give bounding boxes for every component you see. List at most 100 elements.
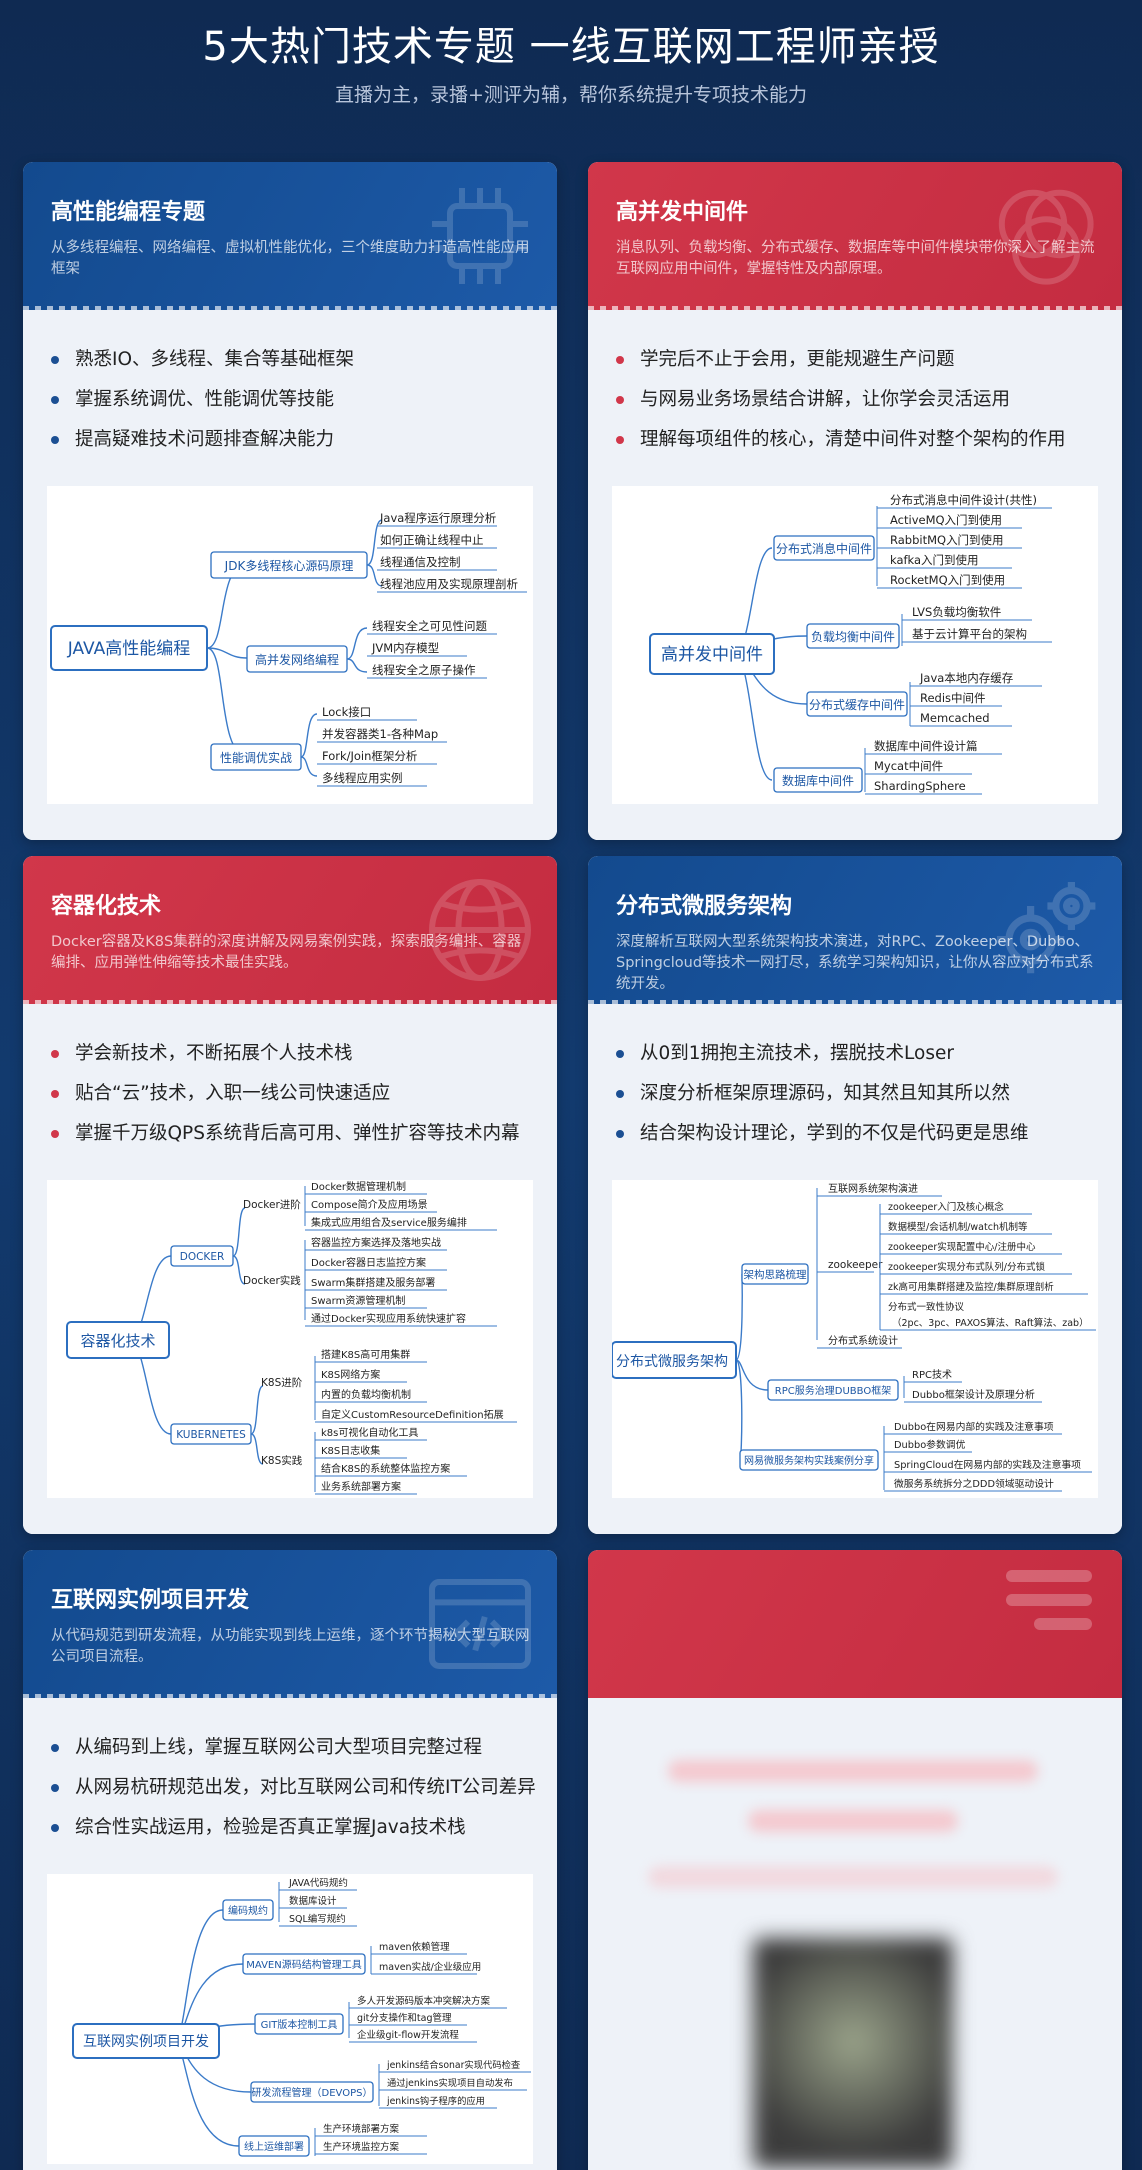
page-title: 5大热门技术专题 一线互联网工程师亲授 <box>202 24 940 70</box>
mindmap-root <box>50 625 208 671</box>
feature-item: 掌握系统调优、性能调优等技能 <box>47 380 533 420</box>
mindmap-root-label: 容器化技术 <box>80 1332 155 1350</box>
mindmap-diagram: 容器化技术 DOCKER Docker进阶 Docker数据管理机制 Compo… <box>66 1180 517 1495</box>
mindmap-branch: GIT版本控制工具 <box>261 2018 338 2031</box>
card-header: 高性能编程专题 从多线程编程、网络编程、虚拟机性能优化，三个维度助力打造高性能应… <box>23 162 557 310</box>
topic-card-project: 互联网实例项目开发 从代码规范到研发流程，从功能实现到线上运维，逐个环节揭秘大型… <box>23 1550 557 2170</box>
feature-list: 从编码到上线，掌握互联网公司大型项目完整过程 从网易杭研规范出发，对比互联网公司… <box>47 1728 536 1848</box>
mindmap-diagram: 高并发中间件 分布式消息中间件 分布式消息中间件设计(共性) ActiveMQ入… <box>649 493 1052 795</box>
mindmap-root <box>72 2023 220 2059</box>
mindmap-leaf: 基于云计算平台的架构 <box>912 627 1027 641</box>
mindmap-leaf: Dubbo框架设计及原理分析 <box>912 1388 1035 1401</box>
feature-item: 贴合“云”技术，入职一线公司快速适应 <box>47 1074 533 1114</box>
mindmap-leaf: 自定义CustomResourceDefinition拓展 <box>321 1408 504 1421</box>
mindmap-leaf: 分布式消息中间件设计(共性) <box>890 493 1037 507</box>
feature-list: 学完后不止于会用，更能规避生产问题 与网易业务场景结合讲解，让你学会灵活运用 理… <box>612 340 1098 460</box>
mindmap: 互联网实例项目开发 编码规约 JAVA代码规约 数据库设计 SQL编写规约 MA… <box>47 1874 533 2164</box>
card-header: 高并发中间件 消息队列、负载均衡、分布式缓存、数据库等中间件模块带你深入了解主流… <box>588 162 1122 310</box>
mindmap-leaf: SQL编写规约 <box>289 1913 346 1925</box>
mindmap-leaf: 多线程应用实例 <box>322 771 403 785</box>
mindmap-leaf: ActiveMQ入门到使用 <box>890 513 1002 527</box>
feature-item: 从编码到上线，掌握互联网公司大型项目完整过程 <box>47 1728 533 1768</box>
mindmap-leaf: Fork/Join框架分析 <box>322 749 417 763</box>
mindmap-branch: 负载均衡中间件 <box>811 629 895 644</box>
mindmap-branch: 性能调优实战 <box>220 750 292 765</box>
mindmap-leaf: k8s可视化自动化工具 <box>321 1426 418 1439</box>
mindmap-leaf: 分布式系统设计 <box>828 1334 898 1347</box>
mindmap-root <box>649 633 775 675</box>
blurred-content <box>588 1698 1122 2170</box>
mindmap-leaf: jenkins钩子程序的应用 <box>386 2095 485 2107</box>
mindmap-leaf: 数据模型/会话机制/watch机制等 <box>888 1221 1028 1233</box>
feature-list: 从0到1拥抱主流技术，摆脱技术Loser 深度分析框架原理源码，知其然且知其所以… <box>612 1034 1098 1154</box>
mindmap-leaf: 企业级git-flow开发流程 <box>357 2029 459 2041</box>
feature-item: 提高疑难技术问题排查解决能力 <box>47 420 533 460</box>
mindmap-leaf: 线程通信及控制 <box>380 555 461 569</box>
feature-list: 熟悉IO、多线程、集合等基础框架 掌握系统调优、性能调优等技能 提高疑难技术问题… <box>47 340 533 460</box>
mindmap-leaf: Dubbo在网易内部的实践及注意事项 <box>894 1420 1054 1433</box>
feature-item: 综合性实战运用，检验是否真正掌握Java技术栈 <box>47 1808 533 1848</box>
mindmap-branch: KUBERNETES <box>176 1429 246 1441</box>
mindmap: 高并发中间件 分布式消息中间件 分布式消息中间件设计(共性) ActiveMQ入… <box>612 486 1098 804</box>
mindmap-leaf: RocketMQ入门到使用 <box>890 573 1005 587</box>
mindmap-leaf: Docker容器日志监控方案 <box>311 1256 426 1269</box>
mindmap-root <box>66 1321 170 1359</box>
card-title: 分布式微服务架构 <box>616 894 793 919</box>
chip-icon <box>432 188 528 284</box>
mindmap-branch: JDK多线程核心源码原理 <box>224 558 354 573</box>
gear-icon <box>997 882 1096 974</box>
mindmap-leaf: K8S日志收集 <box>321 1444 380 1457</box>
mindmap-leaf: 结合K8S的系统整体监控方案 <box>321 1462 450 1475</box>
card-body: 学会新技术，不断拓展个人技术栈 贴合“云”技术，入职一线公司快速适应 掌握千万级… <box>23 1004 557 1534</box>
mindmap-leaf: 生产环境部署方案 <box>323 2123 400 2135</box>
mindmap-leaf: 分布式一致性协议 <box>888 1301 965 1313</box>
mindmap-branch: 研发流程管理（DEVOPS） <box>252 2086 373 2099</box>
feature-item: 与网易业务场景结合讲解，让你学会灵活运用 <box>612 380 1098 420</box>
mindmap: 容器化技术 DOCKER Docker进阶 Docker数据管理机制 Compo… <box>47 1180 533 1498</box>
feature-item: 深度分析框架原理源码，知其然且知其所以然 <box>612 1074 1098 1114</box>
mindmap-leaf: 数据库中间件设计篇 <box>874 739 978 753</box>
mindmap-leaf: Swarm集群搭建及服务部署 <box>311 1276 435 1289</box>
feature-list: 学会新技术，不断拓展个人技术栈 贴合“云”技术，入职一线公司快速适应 掌握千万级… <box>47 1034 533 1154</box>
mindmap-leaf: SpringCloud在网易内部的实践及注意事项 <box>894 1458 1081 1471</box>
card-header <box>588 1550 1122 1698</box>
topic-card-high-performance: 高性能编程专题 从多线程编程、网络编程、虚拟机性能优化，三个维度助力打造高性能应… <box>23 162 557 840</box>
mindmap-leaf: Docker数据管理机制 <box>311 1180 406 1193</box>
mindmap-leaf: 如何正确让线程中止 <box>380 533 484 547</box>
mindmap-leaf: zk高可用集群搭建及监控/集群原理剖析 <box>888 1281 1054 1293</box>
card-title: 高性能编程专题 <box>51 200 206 225</box>
mindmap-leaf: 互联网系统架构演进 <box>828 1182 918 1195</box>
mindmap-leaf: Java本地内存缓存 <box>919 671 1013 685</box>
card-title: 高并发中间件 <box>616 200 749 225</box>
card-body: 学完后不止于会用，更能规避生产问题 与网易业务场景结合讲解，让你学会灵活运用 理… <box>588 310 1122 840</box>
mindmap-leaf: K8S网络方案 <box>321 1368 380 1381</box>
mindmap-leaf: （2pc、3pc、PAXOS算法、Raft算法、zab） <box>892 1317 1089 1329</box>
mindmap-root-label: 互联网实例项目开发 <box>83 2034 209 2050</box>
mindmap-leaf: ShardingSphere <box>874 779 966 793</box>
mindmap-leaf: 数据库设计 <box>289 1895 337 1907</box>
mindmap-branch: MAVEN源码结构管理工具 <box>246 1958 361 1971</box>
mindmap-leaf: Swarm资源管理机制 <box>311 1294 405 1307</box>
mindmap-leaf: 内置的负载均衡机制 <box>321 1388 411 1401</box>
feature-item: 从0到1拥抱主流技术，摆脱技术Loser <box>612 1034 1098 1074</box>
mindmap-leaf: Mycat中间件 <box>874 759 943 773</box>
page-subtitle: 直播为主，录播+测评为辅，帮你系统提升专项技术能力 <box>335 84 807 106</box>
mindmap-leaf: 并发容器类1-各种Map <box>322 727 438 741</box>
card-description: 从多线程编程、网络编程、虚拟机性能优化，三个维度助力打造高性能应用框架 <box>51 240 530 277</box>
mindmap-diagram: JAVA高性能编程 JDK多线程核心源码原理 Java程序运行原理分析 如何正确… <box>50 511 527 787</box>
card-title: 互联网实例项目开发 <box>51 1588 250 1613</box>
feature-item: 掌握千万级QPS系统背后高可用、弹性扩容等技术内幕 <box>47 1114 533 1154</box>
topic-card-microservices: 分布式微服务架构 深度解析互联网大型系统架构技术演进，对RPC、Zookeepe… <box>588 856 1122 1534</box>
mindmap-branch: 数据库中间件 <box>782 773 854 788</box>
mindmap-leaf: Redis中间件 <box>920 691 986 705</box>
feature-item: 从网易杭研规范出发，对比互联网公司和传统IT公司差异 <box>47 1768 536 1808</box>
mindmap-branch: 编码规约 <box>228 1904 268 1917</box>
mindmap-leaf: JVM内存模型 <box>371 641 439 655</box>
mindmap-leaf: JAVA代码规约 <box>288 1877 348 1889</box>
mindmap-sub: zookeeper <box>828 1259 883 1271</box>
mindmap-leaf: RPC技术 <box>912 1368 952 1381</box>
mindmap-sub: K8S实践 <box>261 1454 303 1467</box>
mindmap-root-label: 分布式微服务架构 <box>616 1354 728 1370</box>
hero-section: 5大热门技术专题 一线互联网工程师亲授 直播为主，录播+测评为辅，帮你系统提升专… <box>0 0 1142 150</box>
feature-item: 学会新技术，不断拓展个人技术栈 <box>47 1034 533 1074</box>
